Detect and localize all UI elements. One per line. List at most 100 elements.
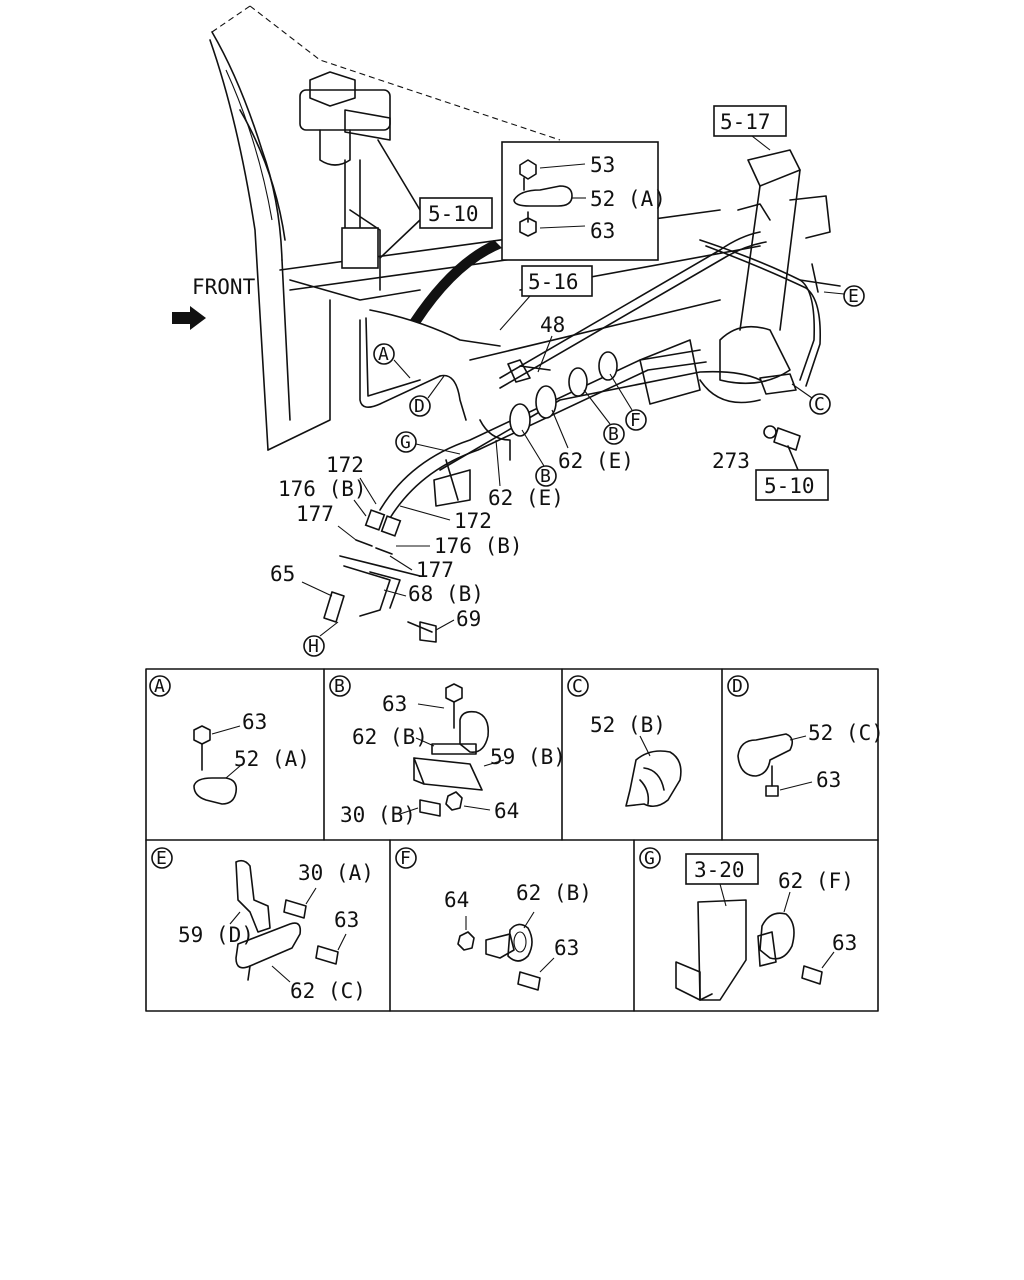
detail-e-label-62c: 62 (C)	[290, 979, 366, 1003]
ref-5-10-bottom: 5-10	[755, 469, 829, 501]
detail-g: G 3-20 62 (F) 63	[639, 847, 857, 1001]
cab-mount	[299, 71, 421, 269]
detail-f-label-64: 64	[444, 888, 469, 912]
label-62e-2: 62 (E)	[488, 486, 564, 510]
callout-d: D	[409, 375, 445, 417]
callout-b-1: B	[521, 429, 557, 487]
valve-assembly	[699, 149, 831, 404]
svg-text:G: G	[400, 432, 411, 453]
bolt-273	[763, 425, 801, 471]
label-176b-a: 176 (B)	[278, 477, 367, 501]
detail-d: D 52 (C) 63	[727, 675, 884, 797]
svg-text:A: A	[378, 344, 389, 365]
detail-f-label-63: 63	[554, 936, 579, 960]
bolt-icon	[193, 725, 211, 745]
nut-icon	[445, 791, 463, 811]
detail-b-label-64: 64	[494, 799, 519, 823]
grommet-icon	[507, 923, 533, 962]
front-label: FRONT	[192, 275, 256, 299]
detail-b: B 63 62 (B) 59 (B) 30 (B) 64	[329, 675, 566, 827]
bolt-icon	[315, 945, 339, 965]
panel-icon	[697, 899, 747, 1001]
ref-label-5-10-bottom: 5-10	[764, 474, 815, 498]
bolt-icon	[283, 899, 307, 919]
detail-f: F 64 62 (B) 63	[395, 847, 592, 991]
detail-b-label-59b: 59 (B)	[490, 745, 566, 769]
detail-d-label-52c: 52 (C)	[808, 721, 884, 745]
callout-g: G	[395, 431, 461, 455]
bracket-59d-icon	[235, 859, 271, 933]
svg-text:B: B	[540, 466, 551, 487]
detail-a-letter: A	[154, 676, 165, 697]
detail-e-label-30a: 30 (A)	[298, 861, 374, 885]
detail-grid	[145, 668, 879, 1012]
bracket-icon	[413, 757, 483, 791]
label-177-b: 177	[416, 558, 454, 582]
inset-label-52a: 52 (A)	[590, 187, 666, 211]
nut-53-icon	[519, 159, 537, 180]
detail-b-label-30b: 30 (B)	[340, 803, 416, 827]
cab-outline	[209, 5, 561, 451]
label-172-a: 172	[326, 453, 364, 477]
nut-icon	[457, 931, 475, 951]
label-177-a: 177	[296, 502, 334, 526]
detail-c-letter: C	[572, 676, 583, 697]
ref-label-5-10-top: 5-10	[428, 202, 479, 226]
detail-b-label-62b: 62 (B)	[352, 725, 428, 749]
detail-e-letter: E	[156, 848, 167, 869]
label-62e-1: 62 (E)	[558, 449, 634, 473]
label-273: 273	[712, 449, 750, 473]
svg-text:C: C	[814, 394, 825, 415]
callout-a: A	[373, 343, 411, 379]
label-176b-b: 176 (B)	[434, 534, 523, 558]
detail-b-letter: B	[334, 676, 345, 697]
ref-label-5-16: 5-16	[528, 270, 579, 294]
detail-c: C 52 (B)	[567, 675, 682, 808]
callout-f: F	[609, 373, 647, 431]
detail-e-label-63: 63	[334, 908, 359, 932]
callout-b-2: B	[583, 389, 625, 445]
label-65: 65	[270, 562, 295, 586]
clip-inset-box: 53 52 (A) 63	[410, 141, 666, 324]
detail-e: E 30 (A) 59 (D) 63 62 (C)	[151, 847, 374, 1003]
hydraulic-lines	[359, 231, 841, 519]
inset-pointer	[410, 240, 502, 324]
svg-text:D: D	[414, 396, 425, 417]
ref-label-5-17: 5-17	[720, 110, 771, 134]
detail-f-letter: F	[400, 848, 411, 869]
detail-a: A 63 52 (A)	[149, 675, 310, 805]
callout-h: H	[303, 635, 325, 657]
callout-c: C	[791, 383, 831, 415]
line-clamps	[433, 339, 701, 507]
inset-label-63: 63	[590, 219, 615, 243]
front-indicator: FRONT	[172, 275, 256, 330]
detail-e-label-59d: 59 (D)	[178, 923, 254, 947]
bolt-icon	[801, 965, 823, 985]
detail-g-label-63: 63	[832, 931, 857, 955]
main-part-labels: 48 273 62 (E) 62 (E) 172 172 176 (B) 176…	[270, 313, 750, 631]
ref-5-17: 5-17	[713, 105, 787, 151]
svg-text:E: E	[848, 286, 859, 307]
detail-d-letter: D	[732, 676, 743, 697]
label-69: 69	[456, 607, 481, 631]
svg-text:F: F	[630, 410, 641, 431]
detail-c-label-52b: 52 (B)	[590, 713, 666, 737]
detail-g-ref-3-20: 3-20	[694, 858, 745, 882]
clamp-62c-icon	[235, 922, 302, 969]
ref-5-16: 5-16	[499, 265, 593, 331]
bolt-icon	[445, 683, 463, 703]
clip-icon	[737, 733, 794, 777]
label-68b: 68 (B)	[408, 582, 484, 606]
detail-a-label-52a: 52 (A)	[234, 747, 310, 771]
detail-a-label-63: 63	[242, 710, 267, 734]
svg-text:H: H	[308, 636, 319, 657]
ref-5-10-top: 5-10	[419, 197, 493, 229]
detail-d-label-63: 63	[816, 768, 841, 792]
detail-b-label-63: 63	[382, 692, 407, 716]
grommet-62f-icon	[759, 912, 795, 960]
bolt-icon	[517, 971, 541, 991]
label-48: 48	[540, 313, 565, 337]
clip-icon	[193, 777, 238, 805]
callouts: A D G B B	[303, 285, 865, 657]
